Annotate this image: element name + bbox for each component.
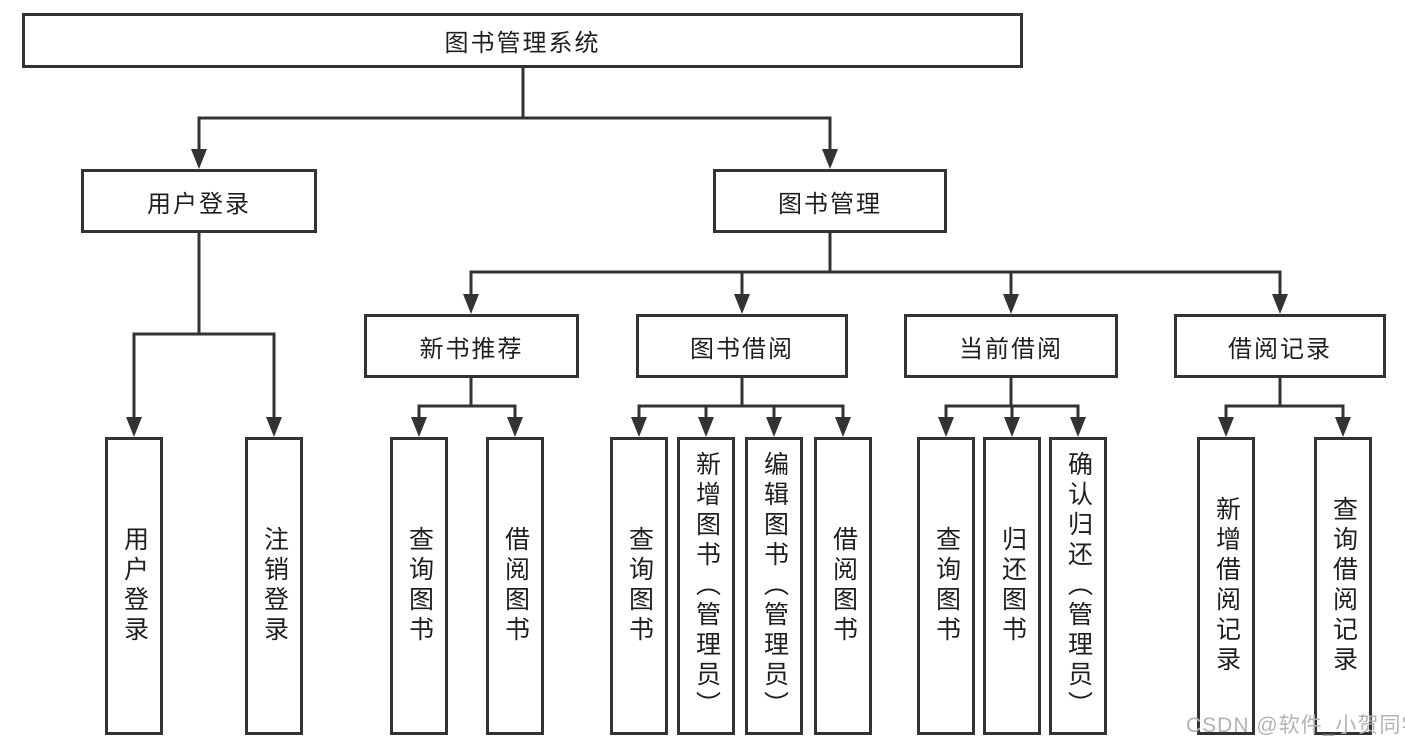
node-new-book-recommendation: 新书推荐: [364, 314, 579, 378]
watermark: CSDN @软件_小贺同学: [1186, 714, 1405, 737]
node-book-borrowing: 图书借阅: [636, 314, 848, 378]
node-borrowing-records: 借阅记录: [1174, 314, 1386, 378]
node-book-management: 图书管理: [713, 169, 947, 233]
leaf-logout: 注销登录: [245, 437, 303, 735]
leaf-query-books-recommend: 查询图书: [390, 437, 448, 735]
leaf-query-borrow-record: 查询借阅记录: [1314, 437, 1372, 735]
leaf-add-borrow-record: 新增借阅记录: [1197, 437, 1255, 735]
node-current-borrowing: 当前借阅: [904, 314, 1118, 378]
leaf-edit-book-admin: 编辑图书（管理员）: [745, 437, 803, 735]
node-user-login: 用户登录: [81, 169, 317, 233]
leaf-return-books: 归还图书: [983, 437, 1041, 735]
leaf-add-book-admin: 新增图书（管理员）: [677, 437, 735, 735]
leaf-user-login: 用户登录: [105, 437, 163, 735]
leaf-query-books-current: 查询图书: [917, 437, 975, 735]
leaf-borrow-books-recommend: 借阅图书: [486, 437, 544, 735]
leaf-borrow-books: 借阅图书: [814, 437, 872, 735]
leaf-query-books-borrow: 查询图书: [610, 437, 668, 735]
node-library-management-system: 图书管理系统: [22, 13, 1023, 68]
leaf-confirm-return-admin: 确认归还（管理员）: [1049, 437, 1107, 735]
